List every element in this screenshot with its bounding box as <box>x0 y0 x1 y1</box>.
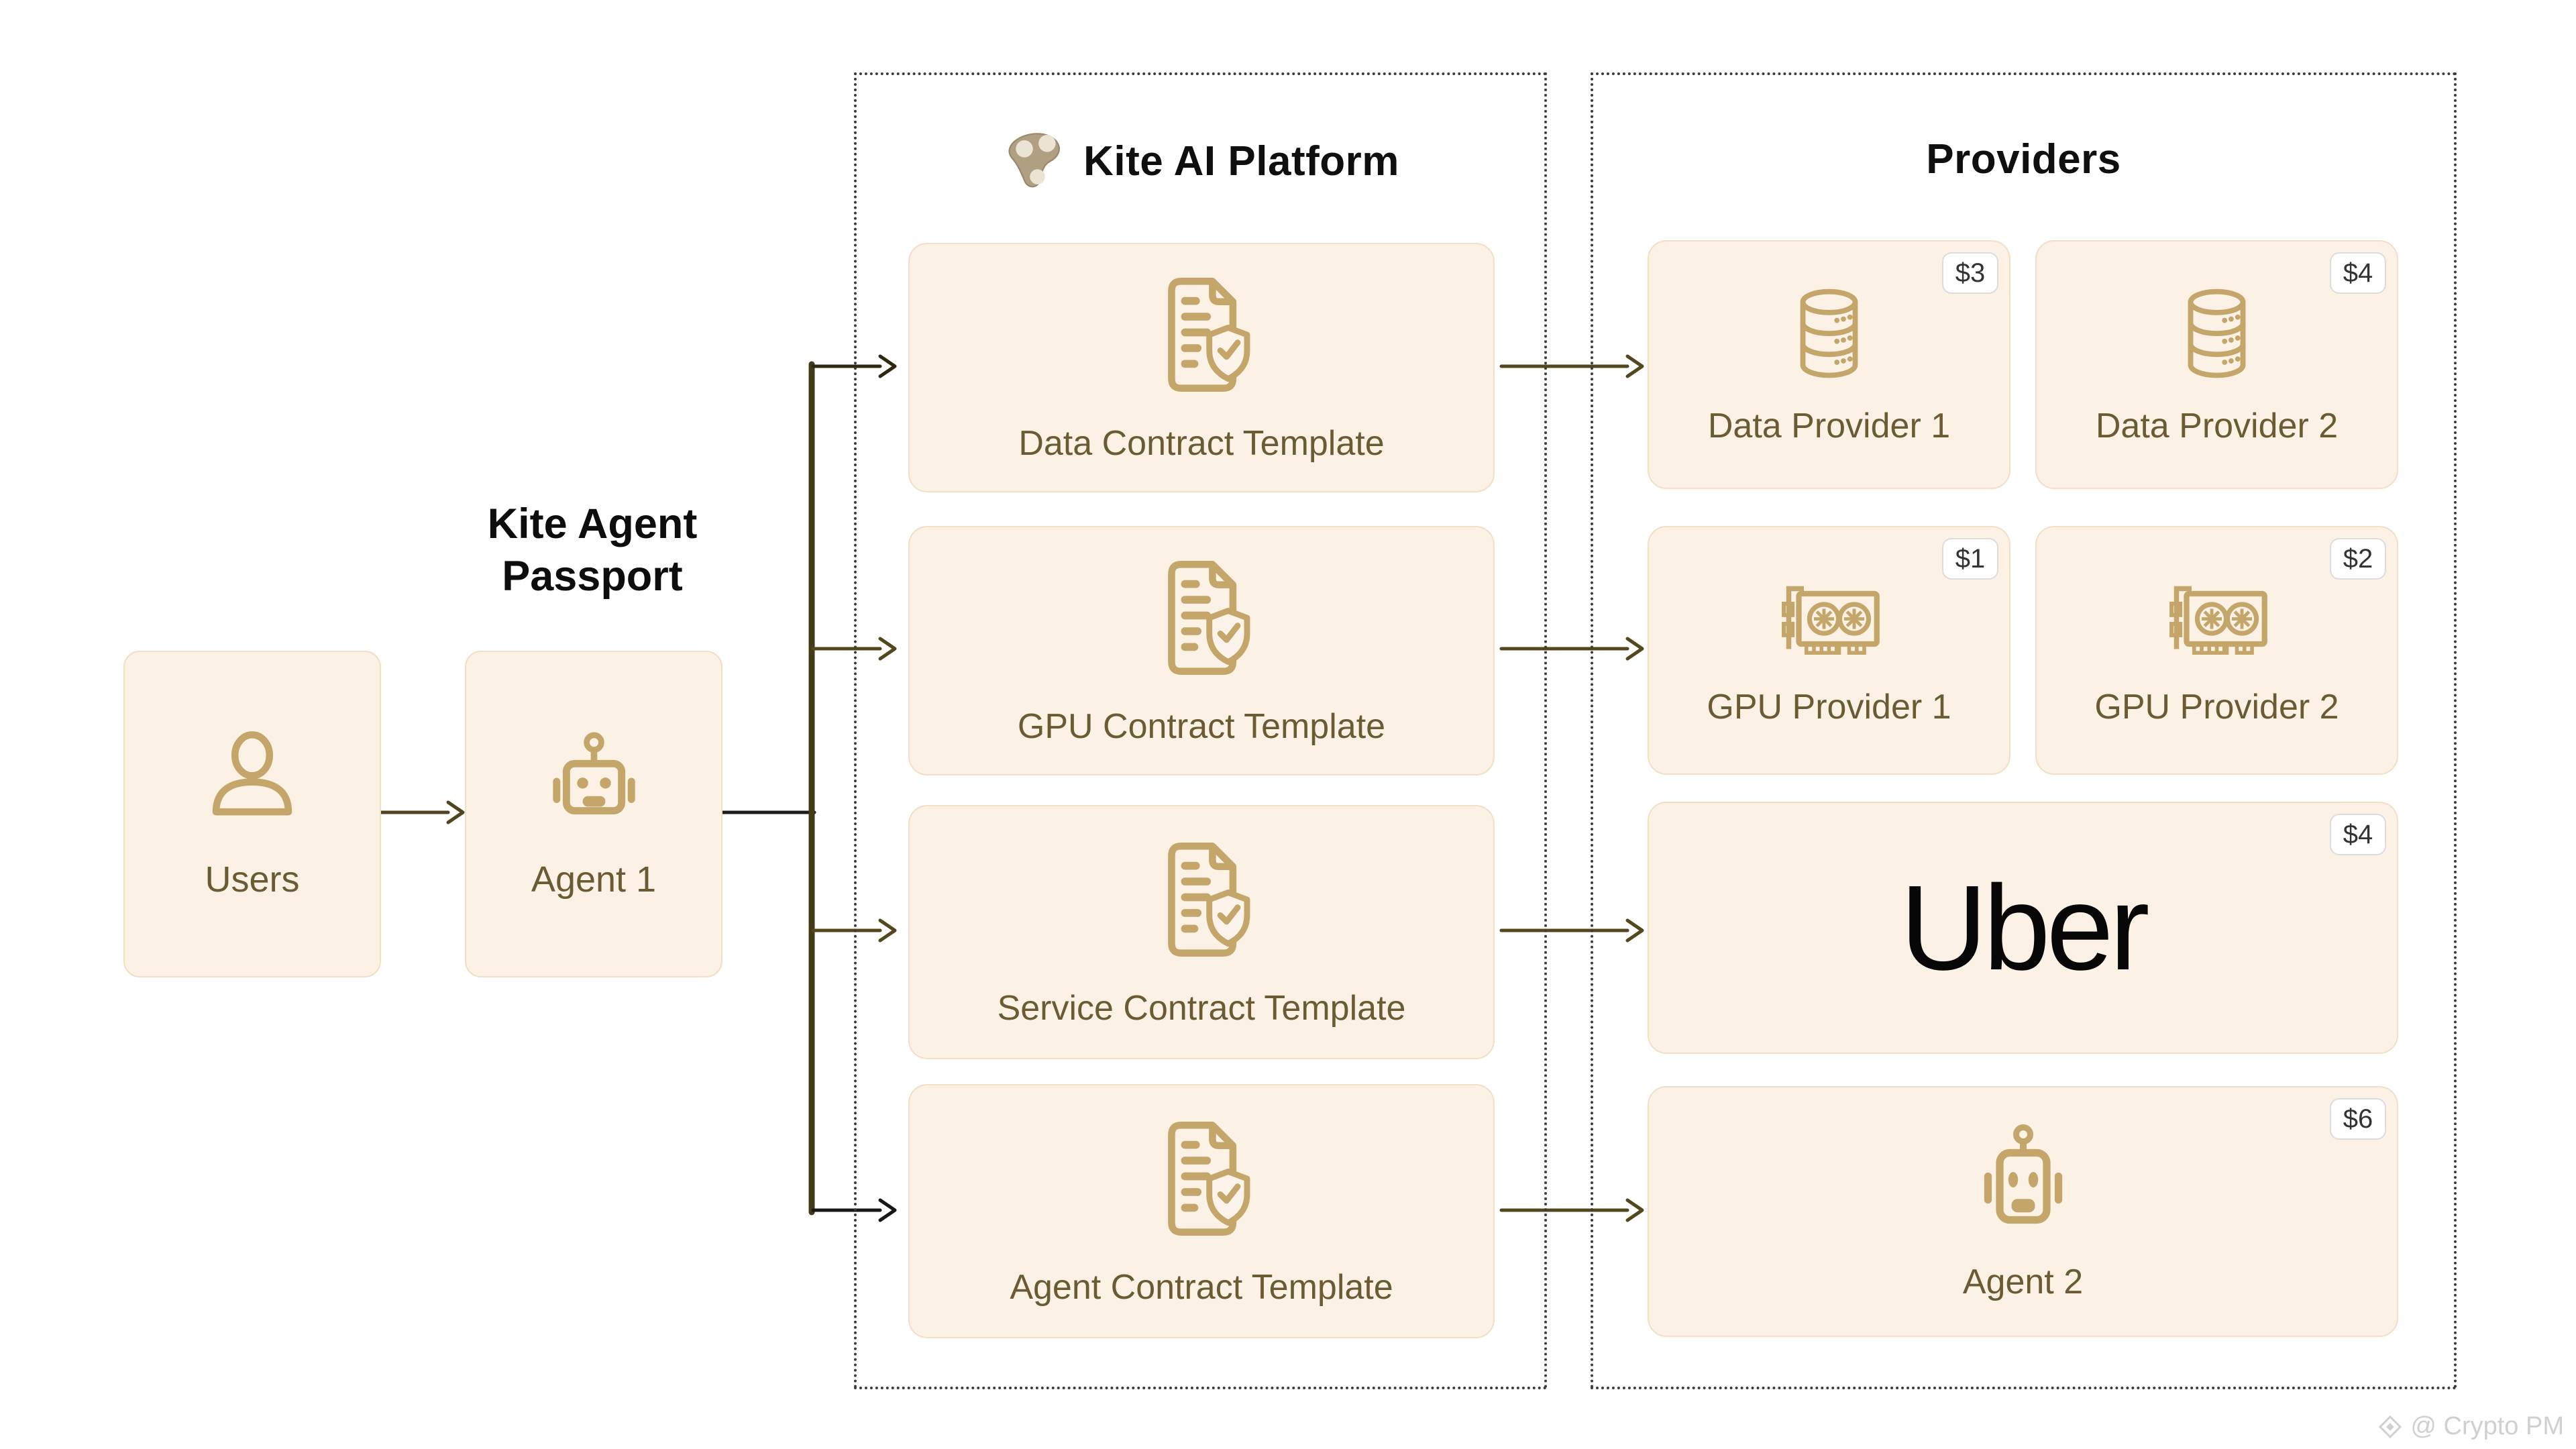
price-badge: $4 <box>2330 252 2386 294</box>
users-card[interactable]: Users <box>123 651 381 977</box>
users-label: Users <box>205 859 300 900</box>
data-contract-template-card[interactable]: Data Contract Template <box>908 243 1495 492</box>
arrow-gpu-template-to-provider <box>1499 637 1644 661</box>
watermark-text: @ Crypto PM <box>2410 1412 2564 1440</box>
template-label: Agent Contract Template <box>1010 1267 1393 1307</box>
watermark: @ Crypto PM <box>2377 1412 2564 1441</box>
price-badge: $6 <box>2330 1098 2386 1140</box>
template-label: Service Contract Template <box>997 988 1406 1028</box>
provider-label: Data Provider 1 <box>1707 406 1951 445</box>
provider-label: GPU Provider 1 <box>1707 688 1951 727</box>
price-badge: $3 <box>1942 252 1998 294</box>
database-icon <box>2175 284 2259 388</box>
robot-icon <box>1970 1121 2077 1242</box>
service-contract-template-card[interactable]: Service Contract Template <box>908 805 1495 1059</box>
gpu-contract-template-card[interactable]: GPU Contract Template <box>908 526 1495 775</box>
kite-agent-passport-heading: Kite Agent Passport <box>391 498 794 602</box>
kite-platform-container: Kite AI Platform <box>854 72 1547 1389</box>
person-icon <box>202 729 303 829</box>
arrow-trunk-to-gpu-template <box>811 637 897 661</box>
providers-container: Providers <box>1591 72 2457 1389</box>
diamond-logo-icon <box>2377 1413 2404 1440</box>
agent2-provider-card[interactable]: $6 Agent 2 <box>1648 1086 2398 1337</box>
provider-label: GPU Provider 2 <box>2094 688 2339 727</box>
contract-document-shield-icon <box>1151 837 1252 963</box>
arrow-trunk-to-service-template <box>811 918 897 943</box>
template-label: Data Contract Template <box>1018 424 1385 463</box>
heading-line-2: Passport <box>502 553 683 600</box>
gpu-card-icon <box>1774 574 1884 664</box>
provider-label: Data Provider 2 <box>2095 406 2339 445</box>
providers-title: Providers <box>1926 136 2121 182</box>
agent1-label: Agent 1 <box>531 859 657 900</box>
price-badge: $4 <box>2330 814 2386 855</box>
agent-contract-template-card[interactable]: Agent Contract Template <box>908 1084 1495 1338</box>
contract-document-shield-icon <box>1151 1116 1252 1242</box>
arrow-agent-template-to-agent2 <box>1499 1198 1644 1222</box>
uber-wordmark: Uber <box>1900 860 2149 996</box>
agent1-card[interactable]: Agent 1 <box>465 651 722 977</box>
platform-title: Kite AI Platform <box>1083 138 1399 184</box>
data-provider-2-card[interactable]: $4 Data Provider 2 <box>2035 240 2398 489</box>
gpu-provider-2-card[interactable]: $2 GPU Provider 2 <box>2035 526 2398 775</box>
gpu-card-icon <box>2161 574 2272 664</box>
heading-line-1: Kite Agent <box>487 500 698 547</box>
arrow-service-template-to-uber <box>1499 918 1644 943</box>
data-provider-1-card[interactable]: $3 Data Provider 1 <box>1648 240 2010 489</box>
template-label: GPU Contract Template <box>1017 707 1386 746</box>
price-badge: $2 <box>2330 538 2386 580</box>
arrow-trunk-to-data-template <box>811 354 897 378</box>
robot-icon <box>542 728 646 832</box>
price-badge: $1 <box>1942 538 1998 580</box>
provider-label: Agent 2 <box>1962 1263 2084 1301</box>
kite-ai-logo <box>998 125 1069 197</box>
arrow-users-to-agent1 <box>378 800 465 824</box>
contract-document-shield-icon <box>1151 555 1252 681</box>
gpu-provider-1-card[interactable]: $1 GPU Provider 1 <box>1648 526 2010 775</box>
uber-provider-card[interactable]: $4 Uber <box>1648 802 2398 1054</box>
contract-document-shield-icon <box>1151 272 1252 398</box>
database-icon <box>1787 284 1871 388</box>
arrow-trunk-to-agent-template <box>811 1198 897 1222</box>
arrow-data-template-to-provider <box>1499 354 1644 378</box>
